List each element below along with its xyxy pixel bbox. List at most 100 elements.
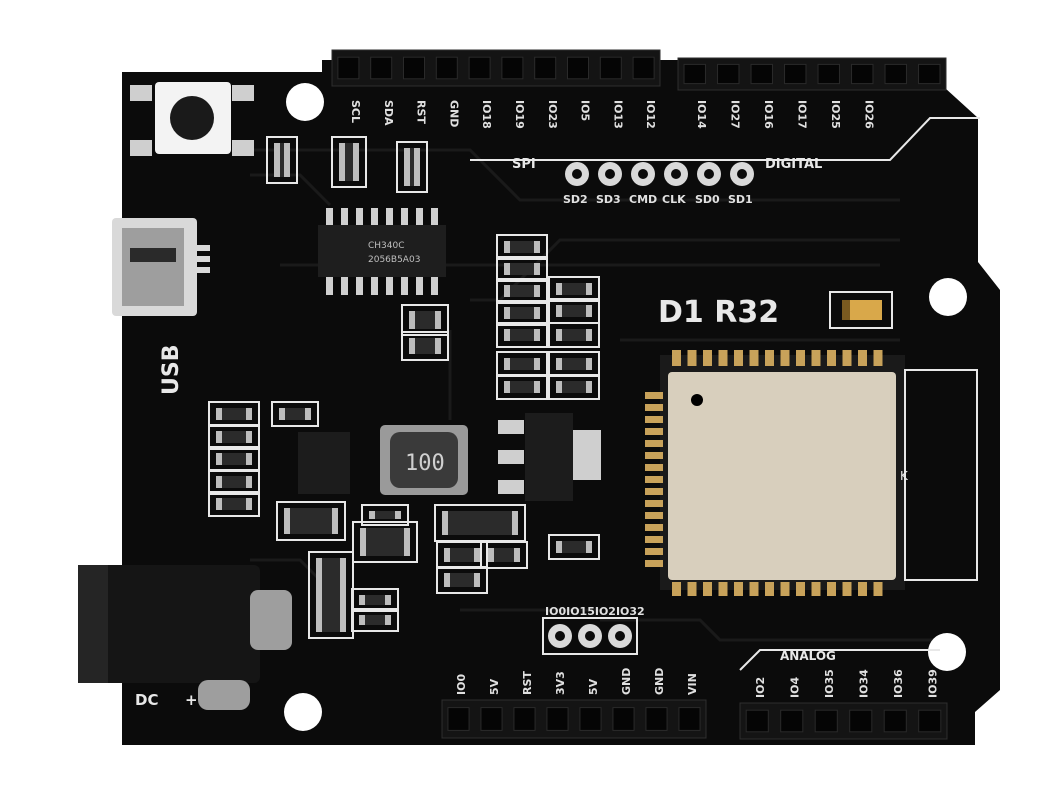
io-pads bbox=[542, 617, 638, 655]
spi-pin-label: SD1 bbox=[728, 193, 753, 206]
pin-label: SDA bbox=[382, 100, 395, 126]
mount-hole-right bbox=[929, 278, 967, 316]
pin-label: IO0 bbox=[455, 674, 468, 695]
header-socket bbox=[745, 709, 769, 733]
pin-label: IO23 bbox=[546, 100, 559, 129]
analog-label-line bbox=[739, 649, 940, 671]
power-ic bbox=[298, 432, 350, 494]
spi-pads bbox=[565, 162, 754, 186]
pin-label: GND bbox=[620, 668, 633, 695]
header-socket bbox=[468, 56, 491, 80]
header-socket bbox=[780, 709, 804, 733]
spi-pin-label: CMD bbox=[629, 193, 657, 206]
digital-label-line bbox=[470, 117, 980, 161]
pin-label: GND bbox=[447, 100, 460, 127]
header-socket bbox=[567, 56, 589, 80]
header-socket bbox=[849, 709, 873, 733]
header-top-left bbox=[331, 49, 661, 87]
header-socket bbox=[918, 709, 942, 733]
ch340c-chip: CH340C 2056B5A03 bbox=[318, 208, 446, 295]
pin-label: IO35 bbox=[823, 669, 836, 698]
header-socket bbox=[883, 709, 907, 733]
header-socket bbox=[678, 707, 701, 731]
pin-label: IO27 bbox=[729, 100, 742, 129]
pin-label: IO36 bbox=[892, 669, 905, 698]
header-socket bbox=[370, 56, 393, 80]
pin-label: IO18 bbox=[480, 100, 493, 129]
usb-label: USB bbox=[159, 345, 184, 395]
mount-hole-bottom-left bbox=[284, 693, 322, 731]
pin-label: SCL bbox=[349, 100, 362, 123]
mount-hole-bottom-right bbox=[928, 633, 966, 671]
header-socket bbox=[632, 56, 655, 80]
pin-label: IO19 bbox=[513, 100, 526, 129]
ch340-code: 2056B5A03 bbox=[368, 255, 420, 265]
pin-label: GND bbox=[653, 668, 666, 695]
header-socket bbox=[501, 56, 524, 80]
header-socket bbox=[435, 56, 458, 80]
header-socket bbox=[546, 707, 569, 731]
reset-button bbox=[130, 82, 254, 156]
smd-components bbox=[208, 136, 600, 639]
spi-label: SPI bbox=[512, 157, 536, 172]
model-label: D1 R32 bbox=[658, 295, 779, 330]
pin-label: IO5 bbox=[579, 100, 592, 121]
voltage-regulator bbox=[498, 413, 601, 501]
dc-jack bbox=[78, 565, 292, 710]
digital-label: DIGITAL bbox=[765, 157, 822, 172]
header-socket bbox=[784, 63, 807, 85]
module-mark: K bbox=[900, 469, 909, 483]
header-top-right bbox=[677, 57, 947, 91]
pin-label: IO26 bbox=[863, 100, 876, 129]
pin-label: RST bbox=[521, 671, 534, 695]
esp32-module: K bbox=[645, 350, 978, 596]
dc-label: DC bbox=[135, 691, 158, 709]
header-socket bbox=[534, 56, 557, 80]
pin-label: IO12 bbox=[644, 100, 657, 129]
header-socket bbox=[817, 63, 840, 85]
pin-label: IO13 bbox=[611, 100, 624, 129]
inductor-label: 100 bbox=[405, 451, 445, 476]
pin-label: IO2 bbox=[754, 677, 767, 698]
header-socket bbox=[403, 56, 425, 80]
spi-pin-label: CLK bbox=[662, 193, 686, 206]
pin-label: IO16 bbox=[762, 100, 775, 129]
header-socket bbox=[645, 707, 668, 731]
pin-label: IO4 bbox=[789, 677, 802, 698]
mount-hole-top-left bbox=[286, 83, 324, 121]
header-socket bbox=[337, 56, 360, 80]
bottom-pin-labels: IO0 5V RST 3V3 5V GND GND VIN IO2 IO4 IO35 IO34 IO36… bbox=[455, 668, 940, 698]
header-socket bbox=[814, 709, 838, 733]
pin-label: IO34 bbox=[858, 669, 871, 698]
pin-label: 5V bbox=[587, 678, 600, 695]
io-labels: IO0IO15IO2IO32 bbox=[545, 605, 645, 618]
spi-pin-label: SD0 bbox=[695, 193, 720, 206]
header-socket bbox=[851, 63, 874, 85]
pin-label: IO25 bbox=[829, 100, 842, 129]
pin-label: RST bbox=[415, 100, 428, 124]
header-socket bbox=[447, 707, 470, 731]
header-bottom-right bbox=[739, 702, 948, 740]
io-pin-labels: IO0IO15IO2IO32 bbox=[545, 605, 645, 618]
header-socket bbox=[612, 707, 635, 731]
header-socket bbox=[513, 707, 536, 731]
micro-usb-port bbox=[112, 218, 210, 316]
spi-pin-label: SD2 bbox=[563, 193, 588, 206]
header-socket bbox=[750, 63, 773, 85]
pin-label: VIN bbox=[686, 673, 699, 695]
analog-label: ANALOG bbox=[780, 649, 836, 663]
spi-pin-label: SD3 bbox=[596, 193, 621, 206]
pin-label: IO17 bbox=[796, 100, 809, 129]
pin-label: 3V3 bbox=[554, 671, 567, 695]
header-socket bbox=[599, 56, 622, 80]
header-socket bbox=[579, 707, 602, 731]
header-socket bbox=[683, 63, 706, 85]
header-socket bbox=[717, 63, 740, 85]
pin-label: IO39 bbox=[927, 669, 940, 698]
spi-labels: SD2 SD3 CMD CLK SD0 SD1 bbox=[563, 193, 753, 206]
pin-label: 5V bbox=[488, 678, 501, 695]
header-socket bbox=[884, 63, 907, 85]
polarity-label: + bbox=[185, 691, 198, 709]
